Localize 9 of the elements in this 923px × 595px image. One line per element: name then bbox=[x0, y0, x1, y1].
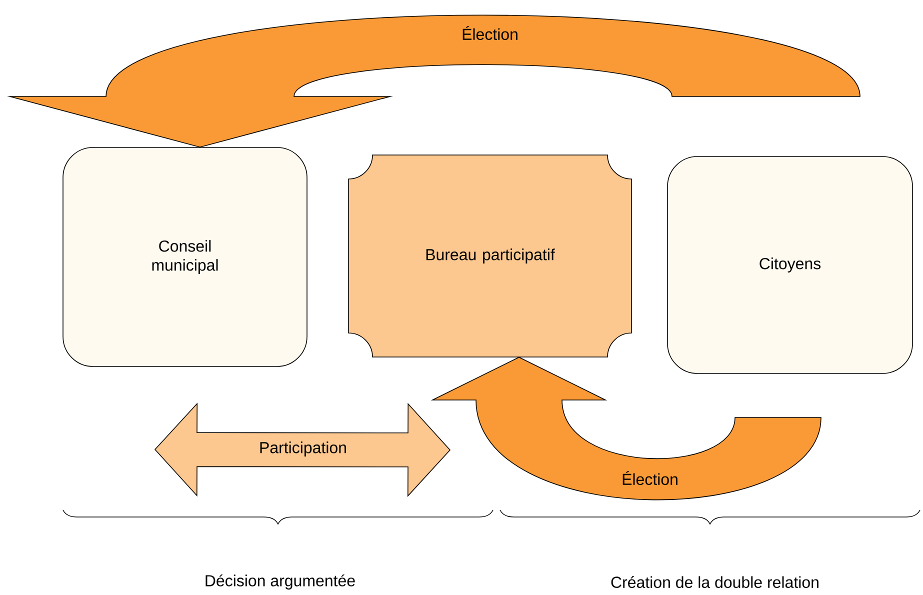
brace-label: Décision argumentée bbox=[206, 574, 355, 590]
edge-label: Élection bbox=[622, 470, 678, 486]
rounded-box: Conseil municipal bbox=[62, 147, 308, 367]
notched-box: Bureau participatif bbox=[348, 154, 632, 358]
edge-label: Élection bbox=[462, 26, 518, 40]
rounded-box: Citoyens bbox=[667, 156, 913, 374]
edge-label: Participation bbox=[258, 442, 348, 456]
brace-label: Création de la double relation bbox=[611, 576, 818, 588]
block-arrow bbox=[432, 356, 822, 500]
